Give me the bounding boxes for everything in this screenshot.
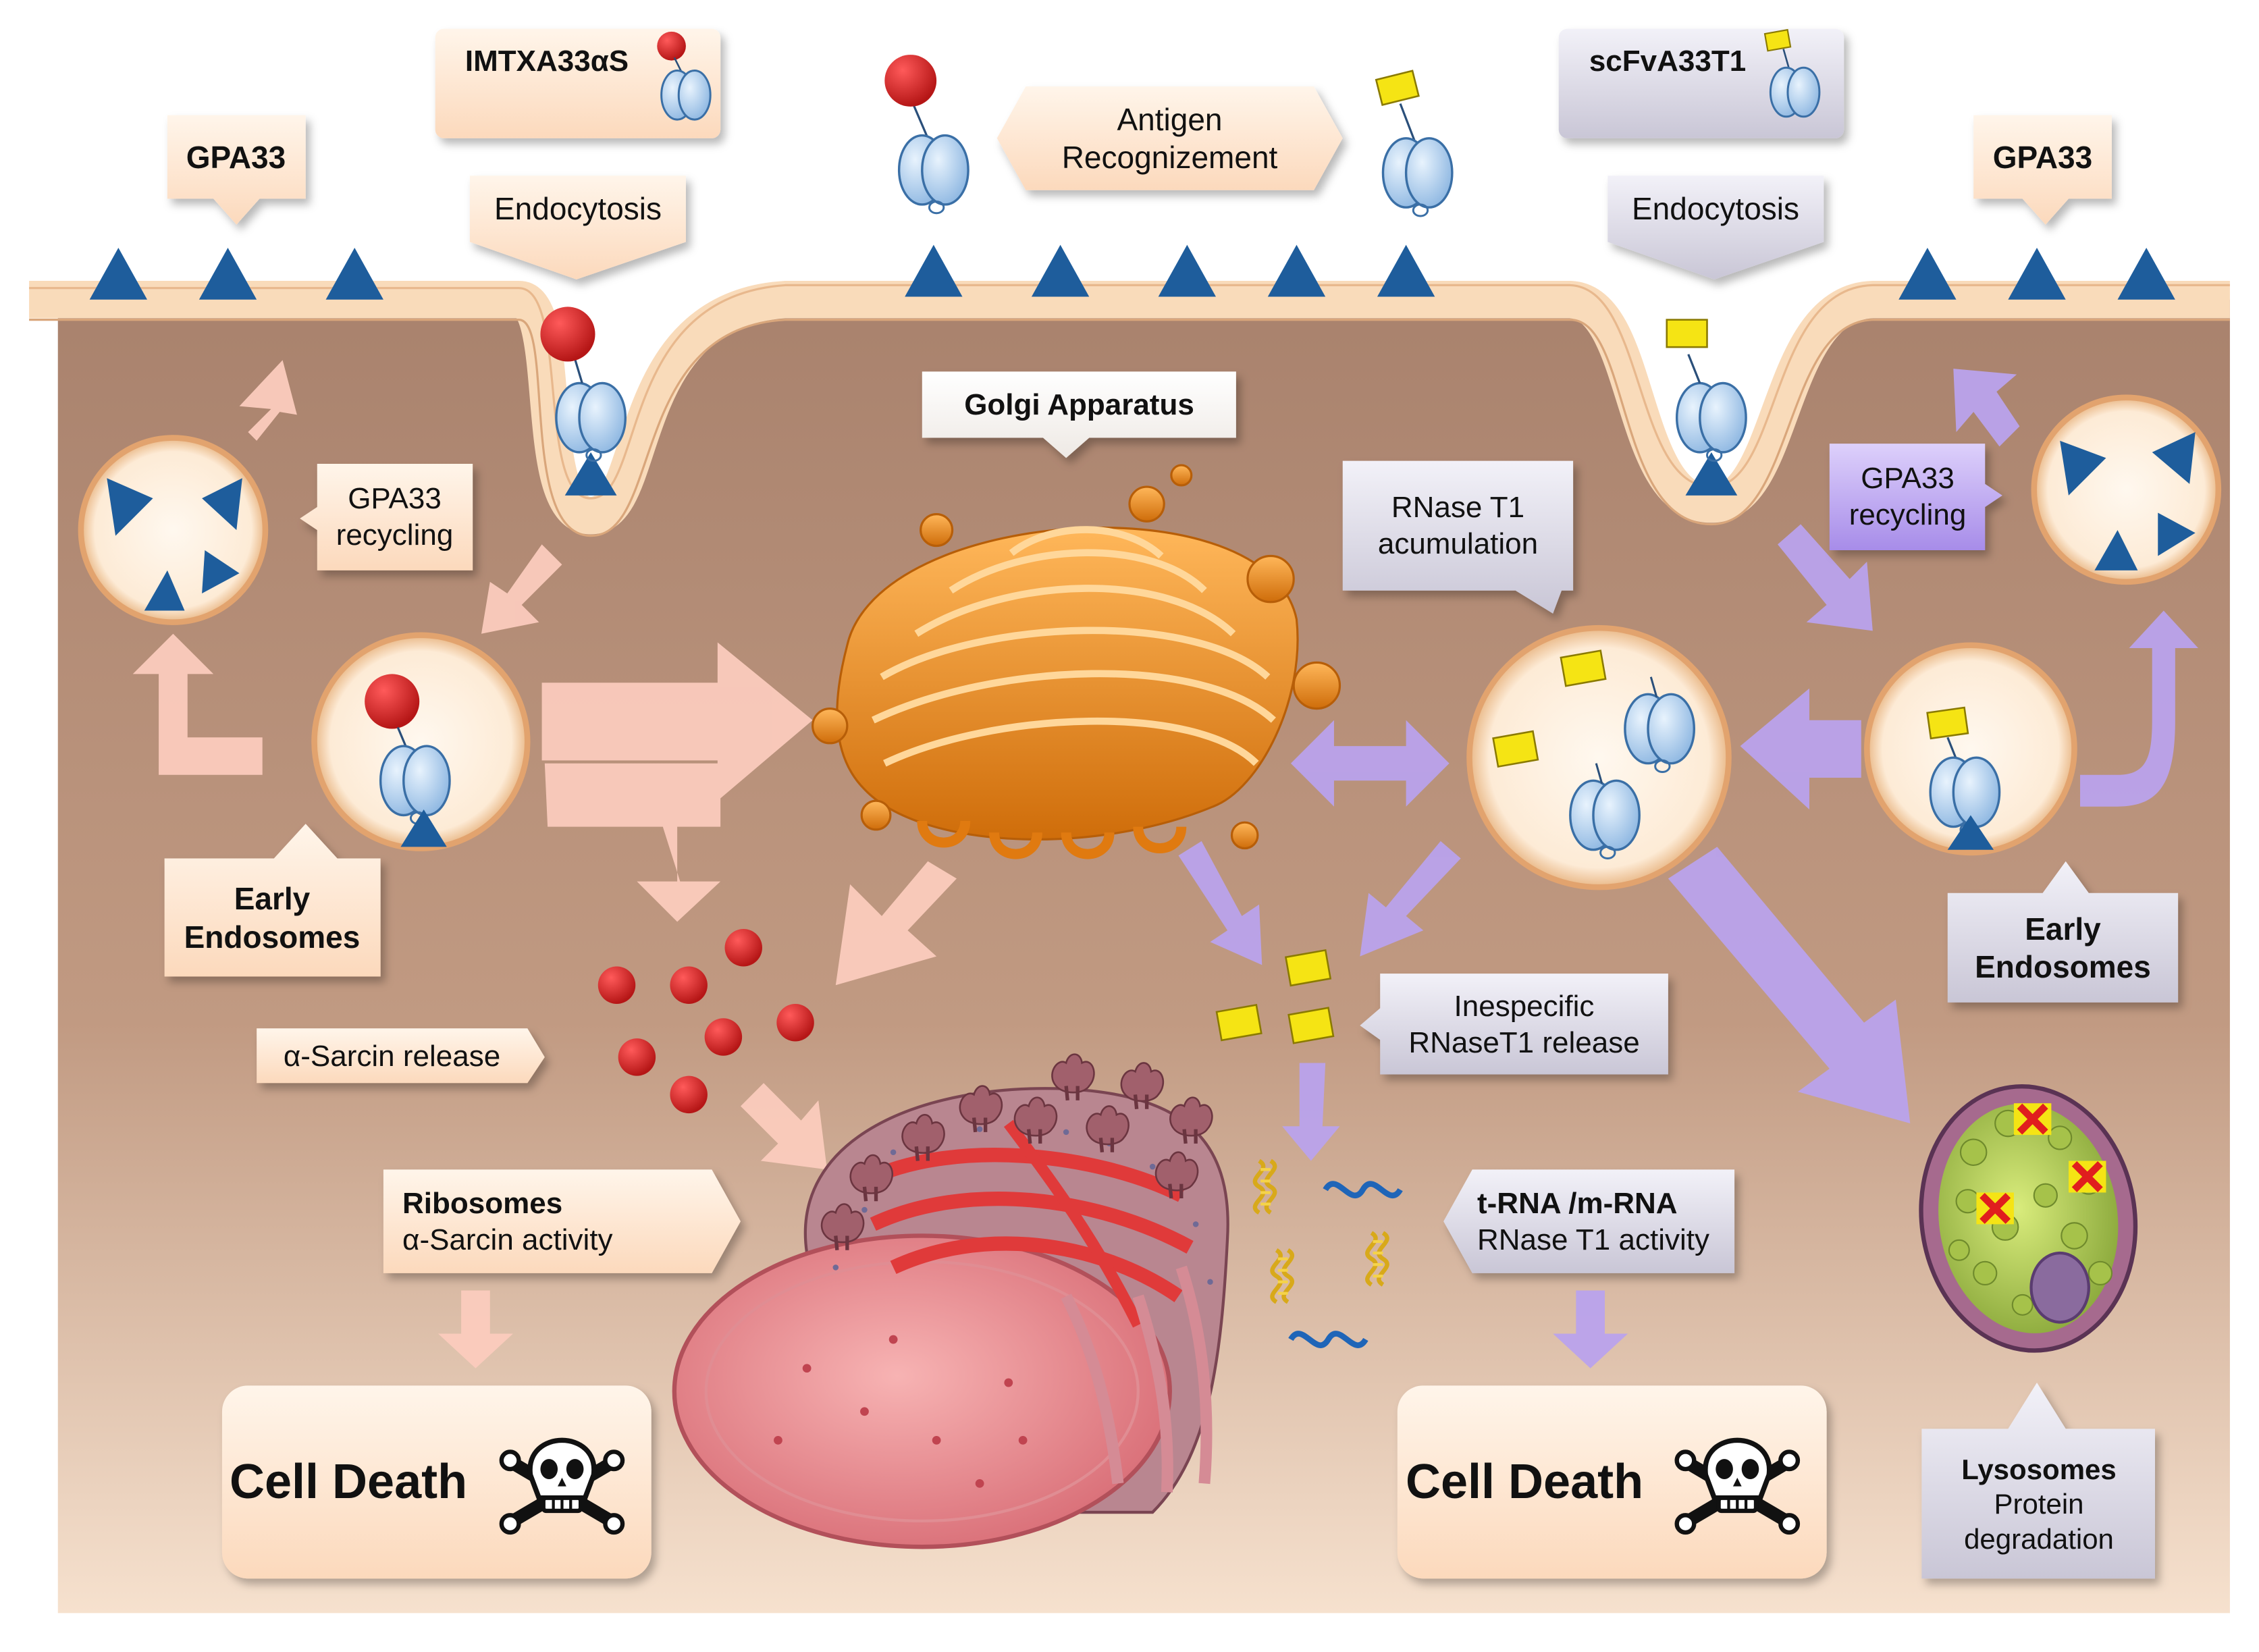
label-gpa33-right: GPA33 [1992,139,2093,175]
warm-arrows [132,360,957,1368]
pit-right-complex [1666,319,1747,496]
pit-left-complex [540,307,627,496]
scfv-icon [1763,28,1821,118]
recycling-vesicle-left [78,435,269,625]
extracellular-scfv [1375,70,1454,217]
early-endosome-left [311,632,531,851]
golgi-apparatus [812,464,1341,859]
violet-arrows [1178,369,2198,1368]
label-endocytosis-right: Endocytosis [1631,190,1799,226]
label-golgi-apparatus: Golgi Apparatus [964,388,1194,422]
surface-receptors [89,244,2175,300]
label-shapes [164,28,2179,1579]
early-endosome-right [1864,642,2077,856]
rnase-accumulation-vesicle [1466,624,1732,890]
imtxa-icon [657,31,712,121]
endoplasmic-reticulum [672,1055,1229,1549]
rnase-particles [1215,949,1335,1044]
label-endocytosis-left: Endocytosis [494,190,662,226]
extracellular-immunotoxin [884,55,969,215]
label-gpa33-left: GPA33 [186,139,286,175]
label-imtxa33as: IMTXA33αS [464,45,629,78]
label-sarcin-release: α-Sarcin release [283,1039,501,1073]
rna-molecules [1255,1161,1403,1348]
lysosome [1919,1084,2138,1353]
recycling-vesicle-right [2031,394,2222,585]
label-scfva33t1: scFvA33T1 [1589,45,1747,78]
sarcin-particles [597,929,814,1114]
cell-body [29,281,2230,1614]
label-cell-death-right: Cell Death [1406,1455,1644,1510]
label-cell-death-left: Cell Death [230,1455,468,1510]
